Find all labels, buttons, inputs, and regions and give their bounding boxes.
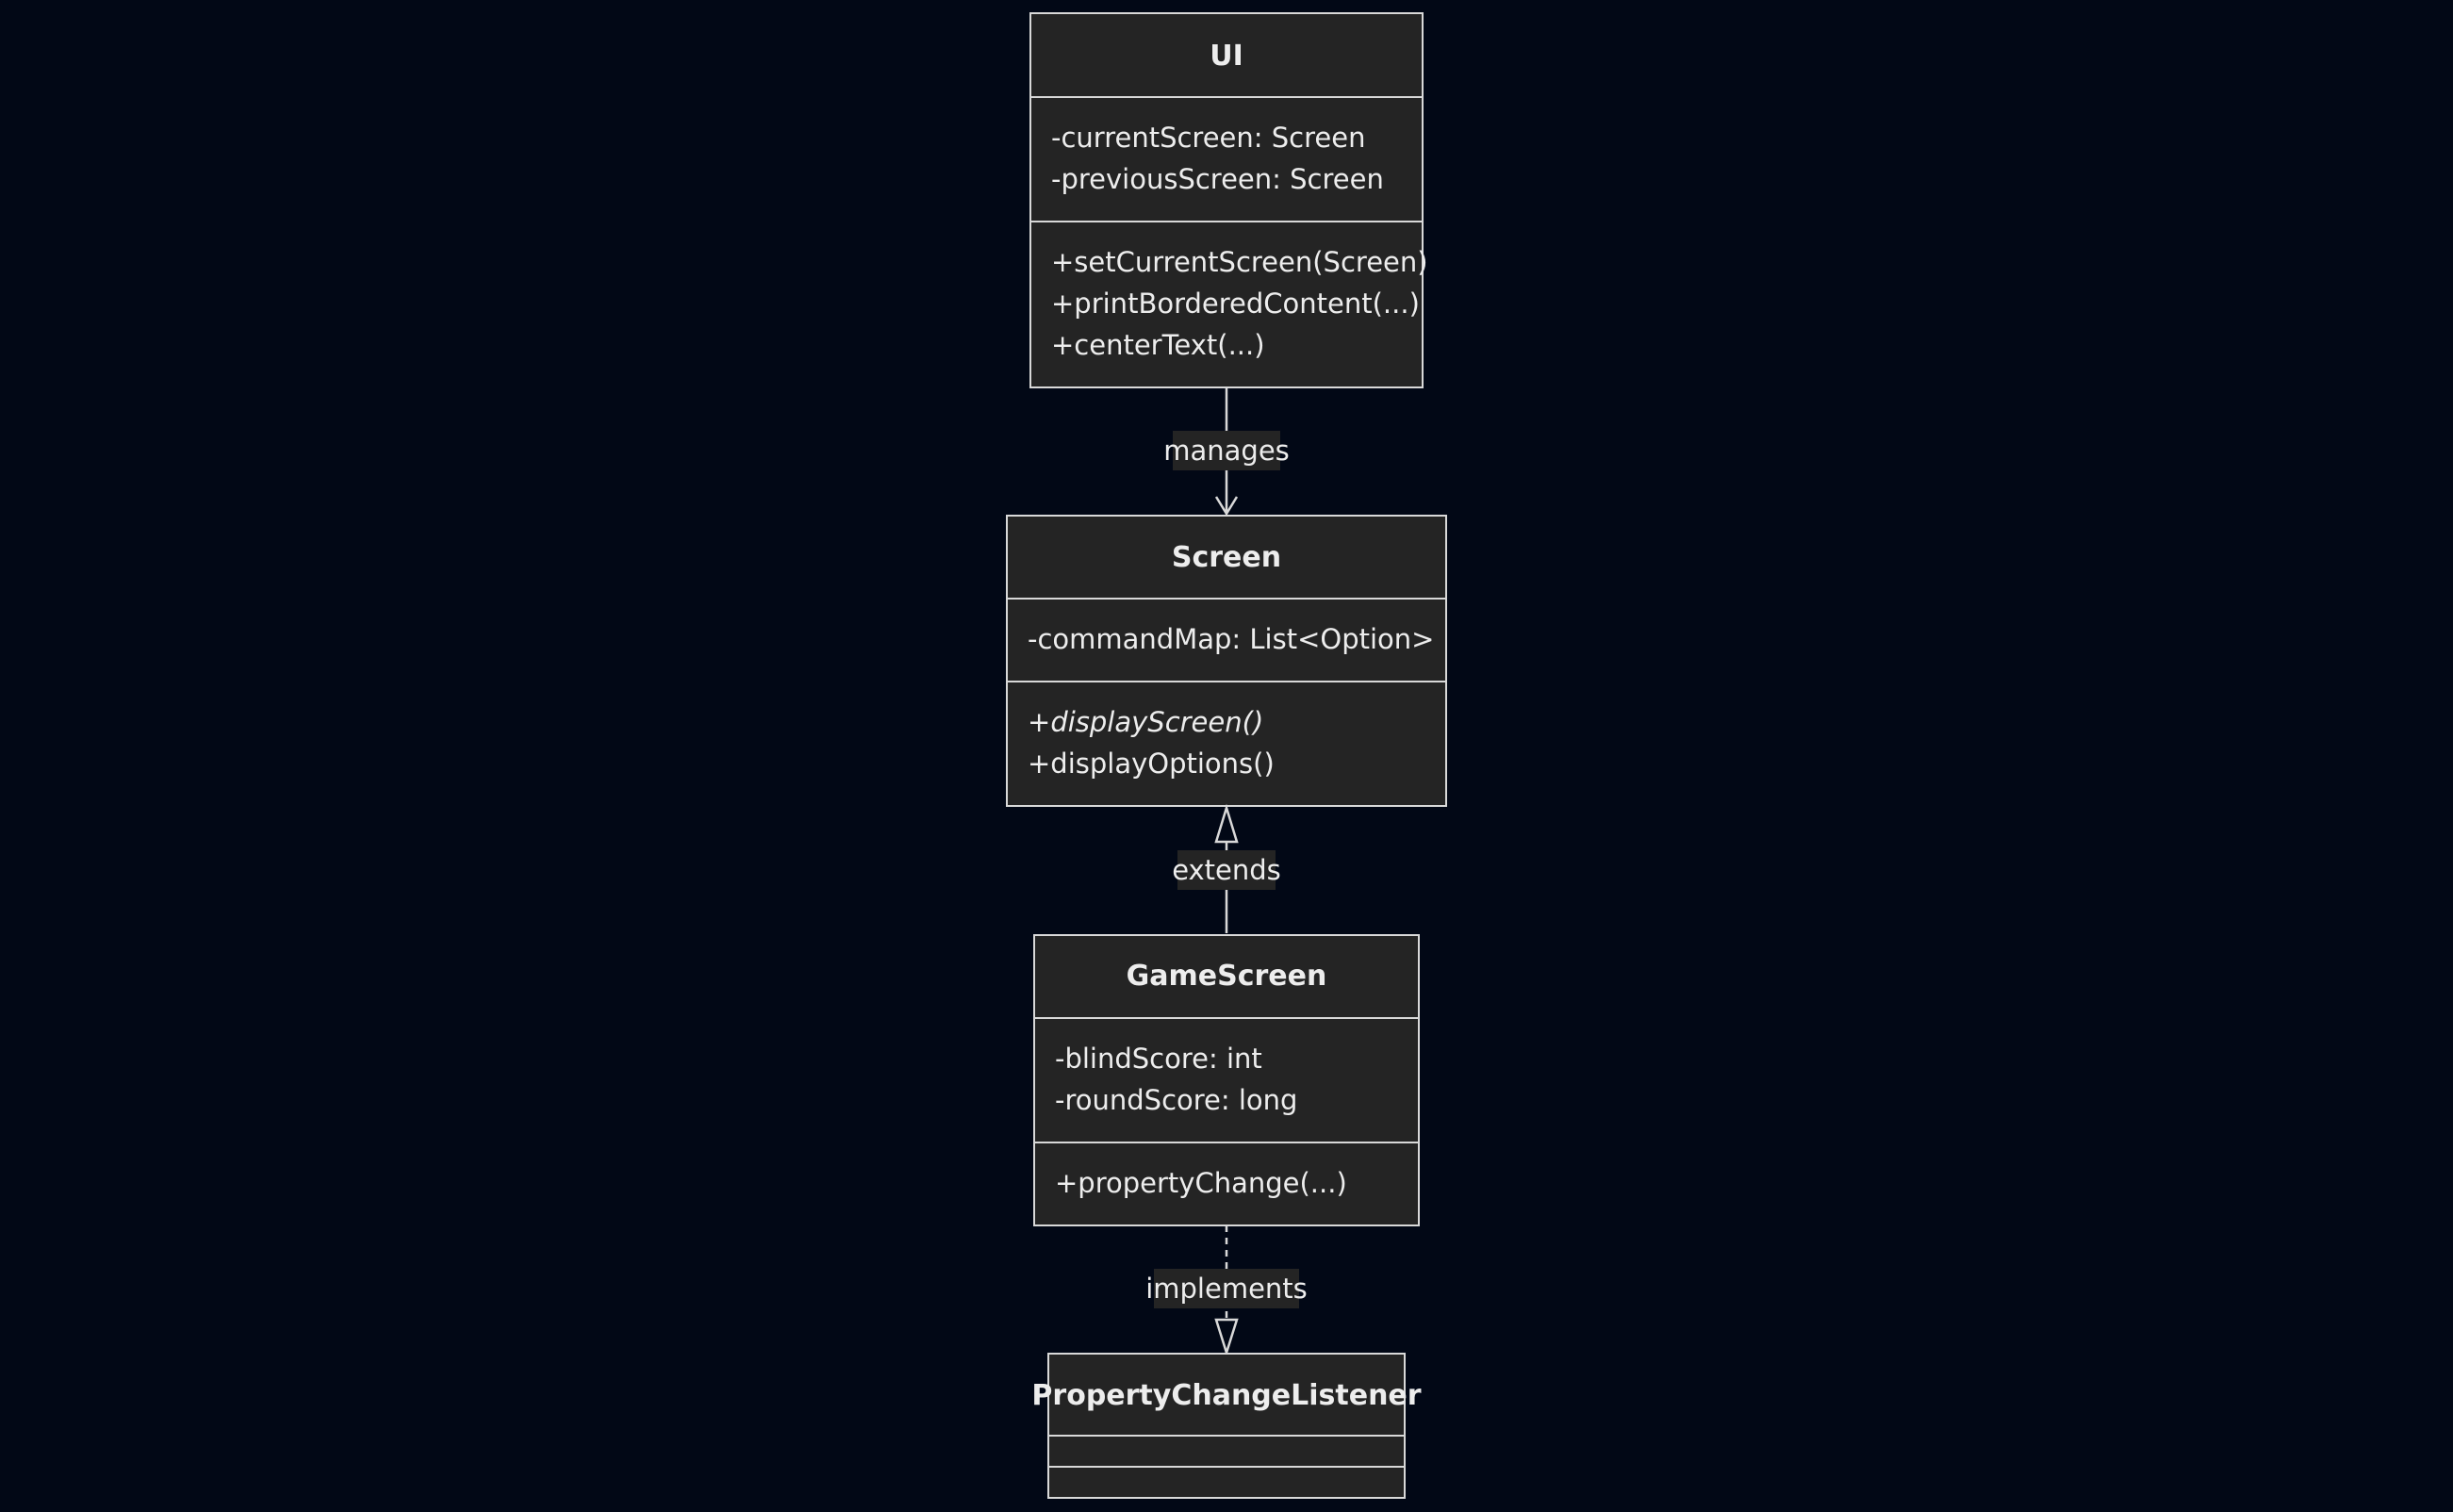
edge-extends-label: extends bbox=[1172, 854, 1281, 886]
edge-extends: extends bbox=[1172, 803, 1281, 933]
class-game-screen-name: GameScreen bbox=[1127, 960, 1327, 993]
class-property-change-listener-box bbox=[1047, 1353, 1406, 1499]
class-screen-method-prefix: + bbox=[1028, 706, 1050, 738]
realization-arrow-icon bbox=[1214, 1318, 1239, 1357]
class-game-screen-attribute: -blindScore: int bbox=[1055, 1043, 1262, 1075]
class-screen-method: +displayOptions() bbox=[1028, 748, 1275, 780]
class-property-change-listener[interactable]: PropertyChangeListener bbox=[1031, 1353, 1422, 1499]
class-screen-method-abstract: +displayScreen() bbox=[1028, 706, 1263, 738]
class-game-screen-box bbox=[1033, 934, 1420, 1226]
inheritance-arrow-icon bbox=[1214, 803, 1239, 844]
class-ui-method: +centerText(...) bbox=[1051, 329, 1265, 361]
class-property-change-listener-name: PropertyChangeListener bbox=[1031, 1379, 1421, 1412]
edge-implements: implements bbox=[1145, 1225, 1308, 1357]
class-game-screen[interactable]: GameScreen -blindScore: int -roundScore:… bbox=[1033, 934, 1420, 1226]
class-screen-name: Screen bbox=[1172, 541, 1281, 574]
class-ui-name: UI bbox=[1210, 40, 1243, 73]
edge-extends-label-bg bbox=[1177, 850, 1276, 890]
class-screen[interactable]: Screen -commandMap: List<Option> +displa… bbox=[1006, 515, 1447, 807]
class-ui-attribute: -currentScreen: Screen bbox=[1051, 122, 1365, 154]
arrow-head-icon bbox=[1214, 496, 1239, 517]
class-ui-method: +printBorderedContent(...) bbox=[1051, 288, 1420, 320]
class-game-screen-method: +propertyChange(...) bbox=[1055, 1167, 1347, 1199]
edge-implements-label: implements bbox=[1145, 1273, 1308, 1305]
class-screen-attribute: -commandMap: List<Option> bbox=[1028, 623, 1434, 655]
class-ui[interactable]: UI -currentScreen: Screen -previousScree… bbox=[1029, 12, 1428, 388]
class-game-screen-attribute: -roundScore: long bbox=[1055, 1084, 1297, 1116]
class-ui-method: +setCurrentScreen(Screen) bbox=[1051, 246, 1428, 278]
edge-manages: manages bbox=[1163, 387, 1290, 517]
class-ui-box bbox=[1029, 12, 1424, 388]
class-screen-box bbox=[1006, 515, 1447, 807]
class-ui-attribute: -previousScreen: Screen bbox=[1051, 163, 1384, 195]
class-screen-abstract-method: displayScreen() bbox=[1050, 706, 1263, 738]
edge-implements-label-bg bbox=[1154, 1269, 1299, 1308]
edge-manages-label-bg bbox=[1173, 431, 1280, 470]
edge-manages-label: manages bbox=[1163, 435, 1290, 467]
